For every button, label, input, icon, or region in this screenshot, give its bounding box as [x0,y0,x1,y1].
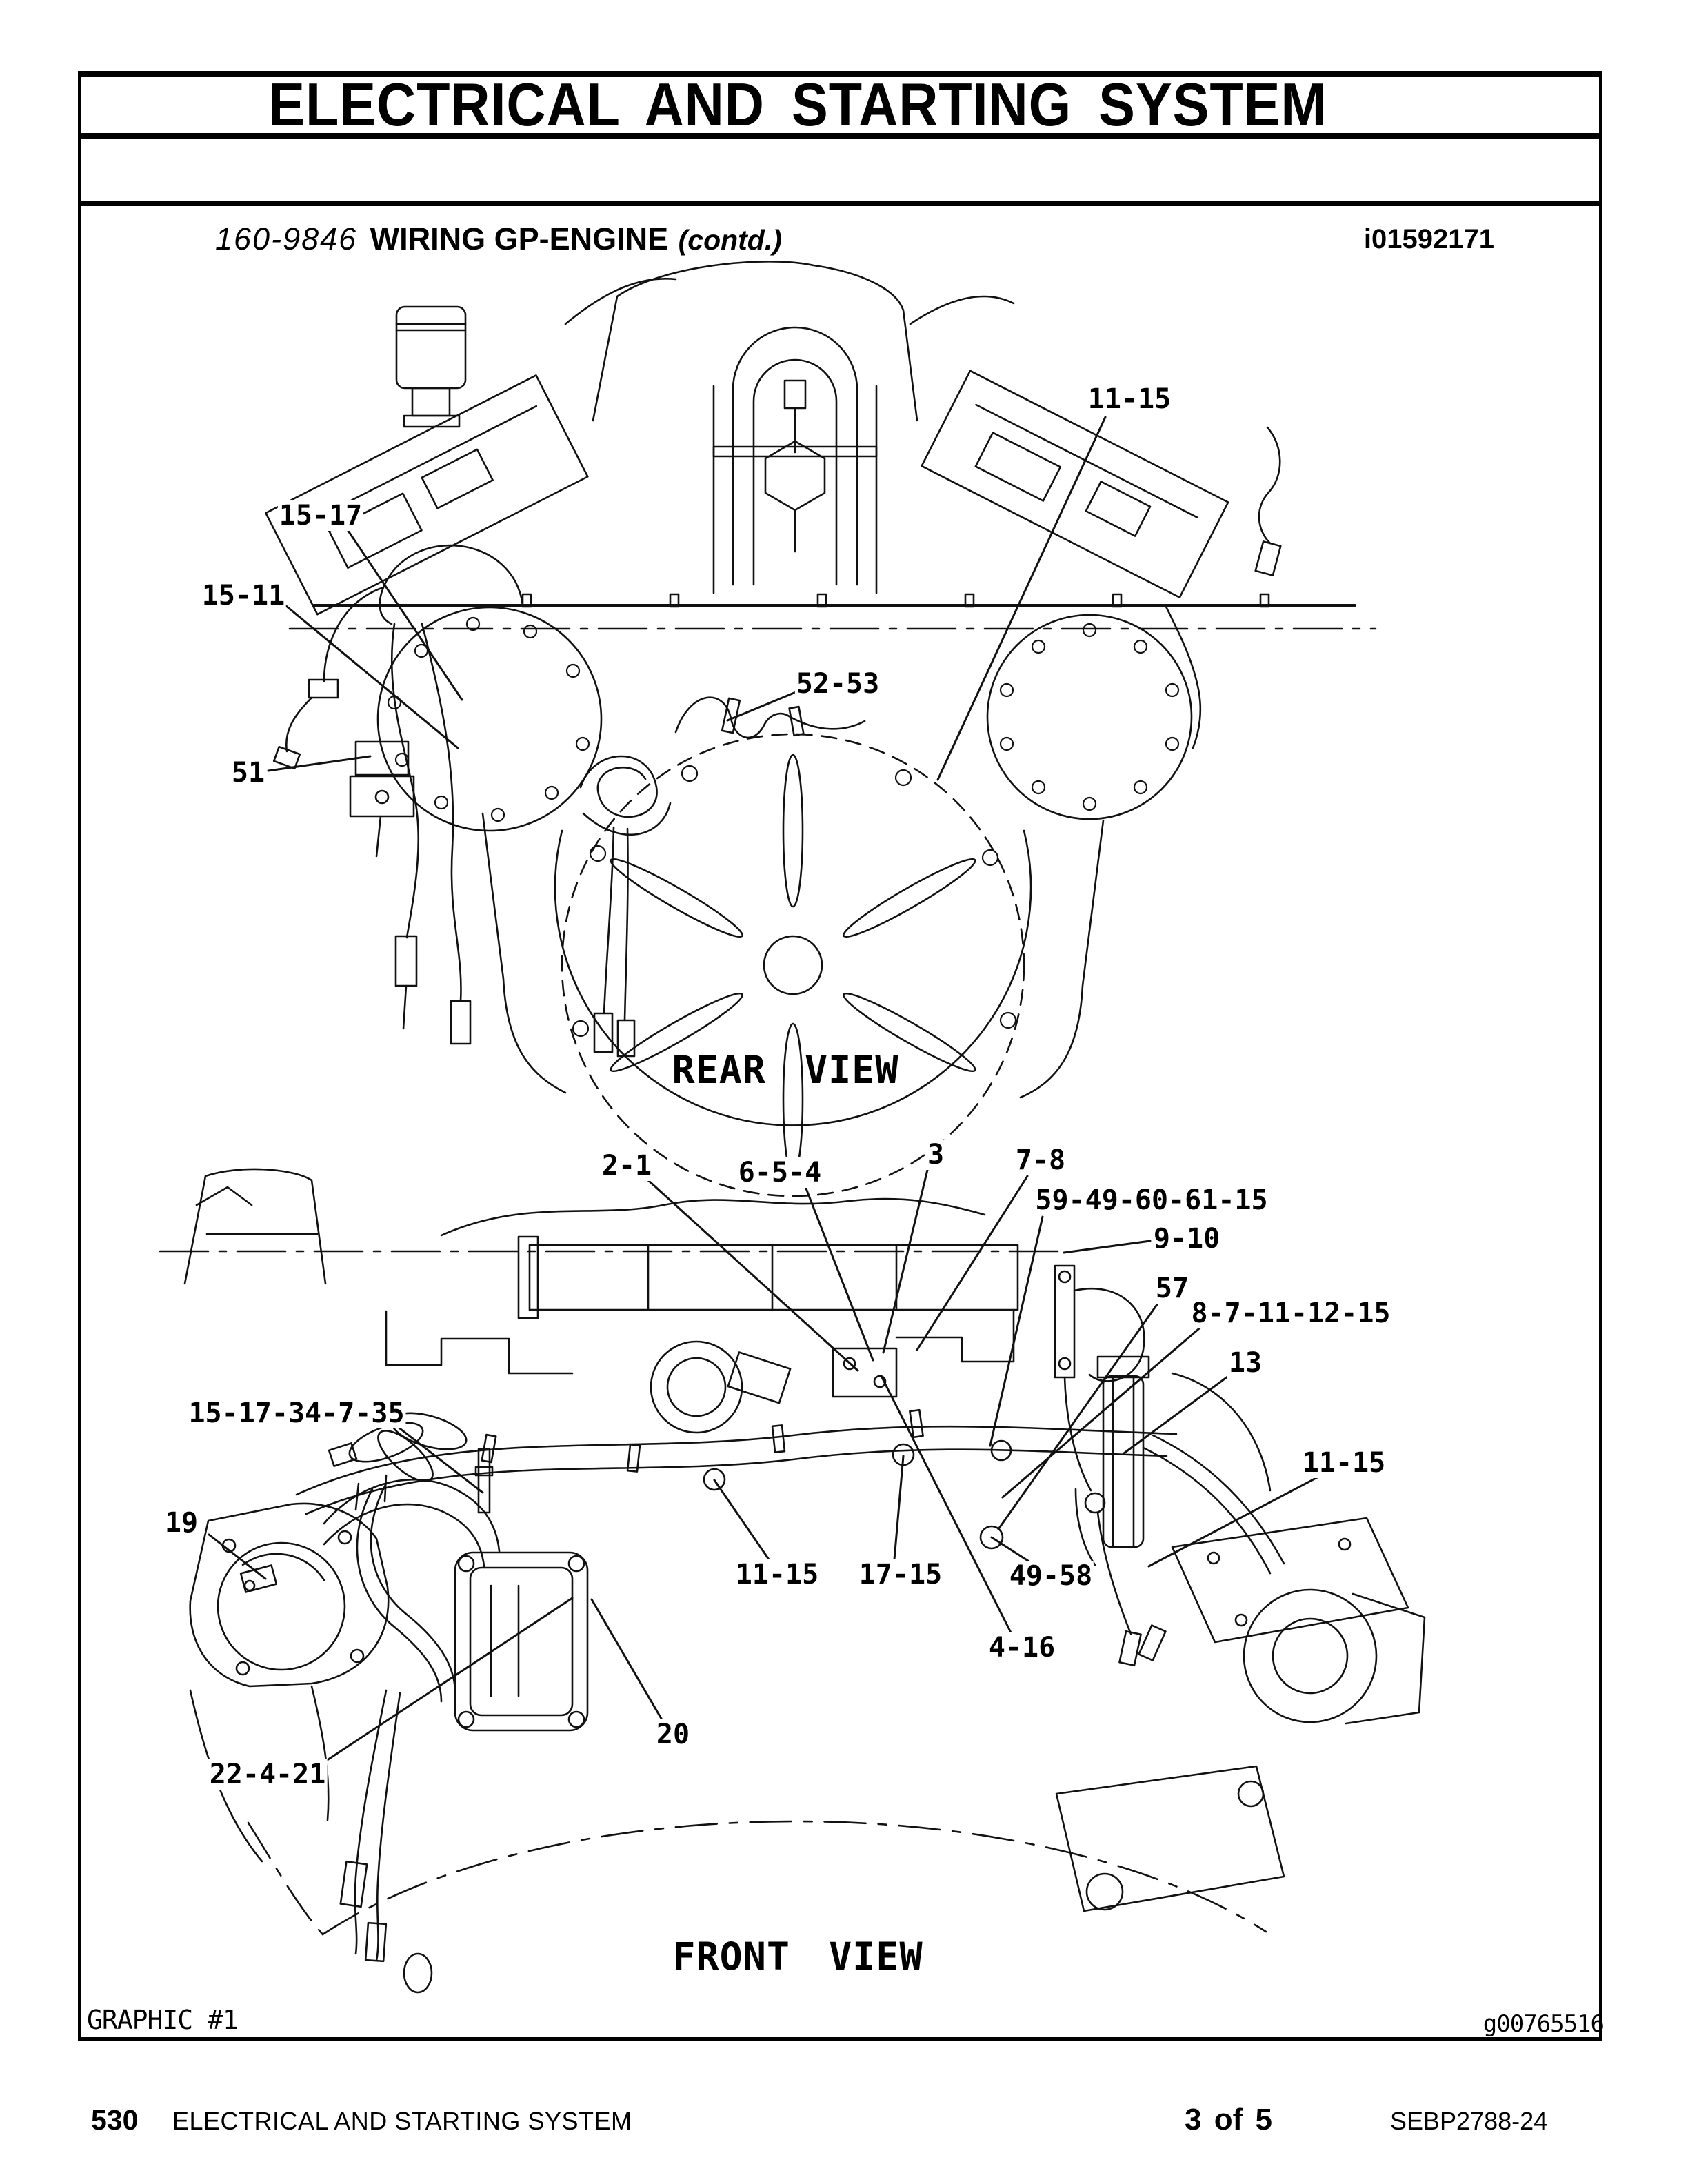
callout-front-6-5-4: 6-5-4 [736,1157,823,1189]
media-id: i01592171 [1363,223,1494,254]
callout-rear-52-53: 52-53 [794,668,881,700]
group-heading: 160-9846 WIRING GP-ENGINE (contd.) [215,221,782,257]
callout-front-49-58: 49-58 [1007,1560,1094,1592]
callout-front-11-15-bottom: 11-15 [734,1559,821,1590]
callout-front-59-49-60-61-15: 59-49-60-61-15 [1034,1184,1269,1216]
callout-rear-11-15: 11-15 [1086,383,1173,415]
rear-view-title: REAR VIEW [672,1048,899,1092]
footer-section-title: ELECTRICAL AND STARTING SYSTEM [172,2107,632,2135]
callout-rear-15-11: 15-11 [200,580,287,611]
callout-front-4-16: 4-16 [987,1632,1057,1664]
callout-front-15-17-34-7-35: 15-17-34-7-35 [187,1397,406,1429]
callout-front-57: 57 [1154,1273,1191,1304]
subsection-header: 160-9846 WIRING GP-ENGINE (contd.) i0159… [81,208,1598,271]
part-number: 160-9846 [215,221,358,256]
page-footer: 530 ELECTRICAL AND STARTING SYSTEM 3 of … [0,2103,1688,2145]
group-name: WIRING GP-ENGINE [370,221,669,256]
callout-front-9-10: 9-10 [1152,1223,1222,1255]
callout-front-19: 19 [163,1507,200,1539]
page-title: ELECTRICAL AND STARTING SYSTEM [268,70,1327,139]
callout-front-3: 3 [925,1139,946,1171]
header-divider [78,133,1602,139]
subheader-divider [78,201,1602,206]
callout-front-17-15: 17-15 [857,1559,944,1590]
rear-view-drawing [265,261,1377,1197]
graphic-image-id: g00765516 [1483,2010,1605,2038]
section-header: ELECTRICAL AND STARTING SYSTEM [81,70,1598,139]
callout-leader-lines [208,416,1323,1763]
page-frame [78,71,1602,2041]
callout-front-2-1: 2-1 [600,1150,654,1182]
callout-rear-15-17: 15-17 [277,500,364,532]
front-view-drawing [159,1168,1426,1994]
callout-front-20: 20 [654,1719,692,1750]
continued-note: (contd.) [678,224,782,256]
graphic-number: GRAPHIC #1 [87,2005,239,2035]
front-view-title: FRONT VIEW [672,1934,923,1979]
callout-front-22-4-21: 22-4-21 [208,1759,328,1790]
footer-page-number: 530 [91,2104,139,2136]
callout-front-13: 13 [1227,1347,1264,1379]
callout-rear-51: 51 [230,757,267,789]
footer-sheet-count: 3 of 5 [1185,2103,1272,2136]
callout-front-8-7-11-12-15: 8-7-11-12-15 [1189,1297,1392,1329]
callout-front-11-15-right: 11-15 [1300,1447,1387,1479]
callout-front-7-8: 7-8 [1014,1144,1067,1176]
footer-document-code: SEBP2788-24 [1390,2107,1548,2135]
